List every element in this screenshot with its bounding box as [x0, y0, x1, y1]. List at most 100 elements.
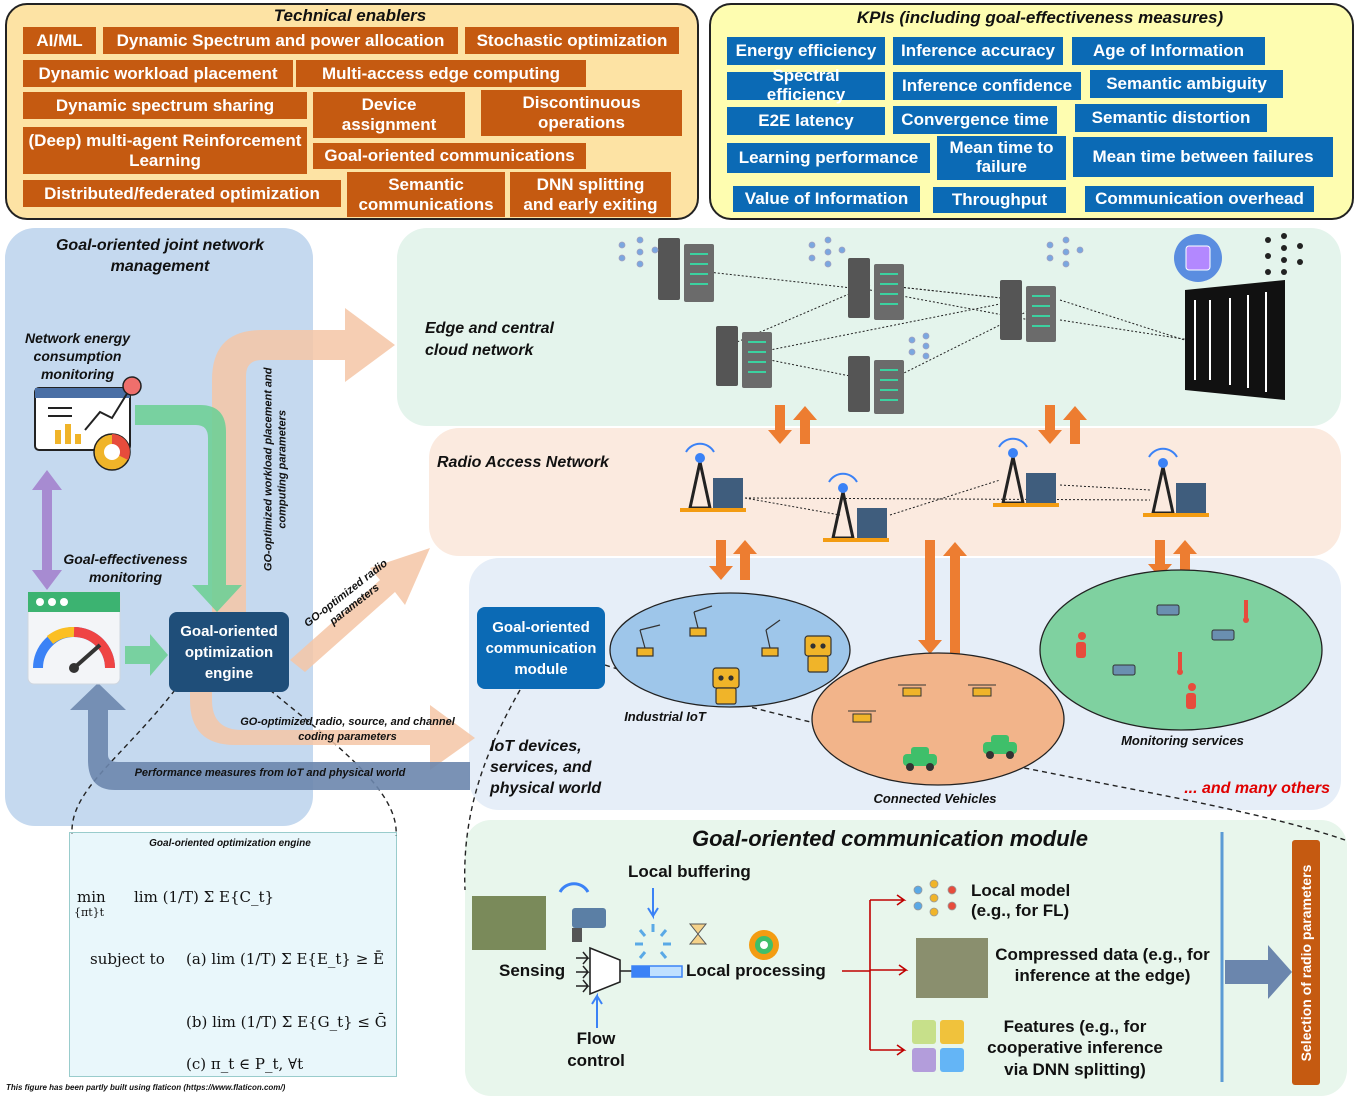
person-running-icon: [1076, 632, 1086, 658]
enabler-tag: Goal-oriented communications: [313, 143, 586, 169]
enabler-tag: Dynamic Spectrum and power allocation: [103, 27, 458, 54]
formula-title: Goal-oriented optimization engine: [149, 838, 311, 849]
updown-arrow: [918, 540, 967, 654]
enabler-tag: Discontinuous operations: [481, 90, 682, 136]
hourglass-icon: [688, 923, 708, 945]
kpi-tag: Value of Information: [733, 186, 920, 212]
cell-tower-icon: [1143, 447, 1209, 517]
management-title: Goal-oriented joint network management: [55, 237, 264, 275]
dog-photo: [472, 896, 546, 950]
optimization-engine-box[interactable]: Goal-oriented optimization engine: [169, 612, 289, 692]
workload-arrow-label: GO-optimized workload placement and comp…: [262, 367, 289, 572]
dog-photo-compressed: [916, 938, 988, 998]
enabler-tag: Stochastic optimization: [465, 27, 679, 54]
selection-label: Selection of radio parameters: [1298, 864, 1314, 1062]
performance-arrow-label: Performance measures from IoT and physic…: [134, 767, 406, 779]
local-model-icon: [913, 879, 957, 917]
enabler-tag: Device assignment: [313, 92, 465, 138]
local-buffering-label: Local buffering: [628, 862, 751, 881]
server-icon: [716, 326, 772, 388]
kpi-tag: Inference accuracy: [893, 37, 1063, 65]
monitoring-double-arrow: [32, 470, 62, 590]
loading-spinner-icon: [635, 924, 671, 959]
vehicles-ellipse: [811, 652, 1065, 786]
local-processing-label: Local processing: [686, 961, 826, 980]
kpi-tag: Mean time between failures: [1073, 137, 1333, 177]
camera-icon: [1112, 604, 1235, 676]
ran-label: Radio Access Network: [437, 454, 609, 471]
coding-arrow-label: GO-optimized radio, source, and channel …: [240, 716, 455, 743]
cell-tower-icon: [680, 442, 746, 512]
compressed-data-label: Compressed data (e.g., for inference at …: [995, 945, 1210, 986]
management-panel: [5, 228, 313, 826]
engine-formula-box: [69, 832, 397, 1077]
sensing-input-arrows: [576, 951, 590, 993]
kpi-tag: E2E latency: [727, 107, 885, 135]
kpis-title: KPIs (including goal-effectiveness measu…: [856, 8, 1224, 27]
goal-monitoring-label: Goal-effectiveness monitoring: [63, 551, 188, 586]
updown-arrow: [1148, 540, 1197, 578]
robot-icon: [804, 635, 832, 673]
person-running-icon: [1186, 683, 1196, 709]
robot-icon: [712, 667, 740, 705]
kpi-tag: Throughput: [933, 187, 1066, 213]
robot-arm-icon: [636, 605, 781, 657]
neural-network-icon: [618, 236, 659, 268]
kpi-tag: Inference confidence: [893, 72, 1081, 100]
cell-tower-icon: [993, 437, 1059, 507]
flow-control-arrow: [591, 992, 603, 1028]
communication-module-box[interactable]: Goal-oriented communication module: [477, 607, 605, 689]
funnel-icon: [589, 946, 621, 996]
processing-gear-icon: [749, 930, 779, 960]
kpi-tag: Convergence time: [893, 106, 1057, 134]
enabler-tag: Distributed/federated optimization: [23, 180, 341, 207]
features-label: Features (e.g., for cooperative inferenc…: [987, 1017, 1163, 1079]
enabler-tag: (Deep) multi-agent Reinforcement Learnin…: [23, 127, 307, 174]
sensing-label: Sensing: [499, 961, 566, 980]
formula-constraint-b: (b) lim (1/T) Σ E{G_t} ≤ Ḡ: [186, 1013, 387, 1031]
vehicles-label: Connected Vehicles: [873, 791, 997, 806]
output-arrows: [842, 894, 909, 1056]
kpi-tag: Learning performance: [727, 143, 930, 173]
enabler-tag: Semantic communications: [347, 172, 505, 217]
industrial-iot-label: Industrial IoT: [624, 709, 706, 724]
energy-monitoring-label: Network energy consumption monitoring: [24, 330, 131, 383]
kpi-tag: Energy efficiency: [727, 37, 885, 65]
kpi-tag: Age of Information: [1072, 37, 1265, 65]
kpi-tag: Semantic distortion: [1075, 104, 1267, 132]
server-icon: [658, 238, 714, 302]
updown-arrow: [709, 540, 757, 580]
server-icon: [1000, 280, 1056, 342]
features-puzzle-icon: [912, 1020, 964, 1072]
gauge-to-engine-arrow: [125, 634, 168, 676]
radio-arrow: [290, 548, 430, 672]
energy-to-engine-arrow: [135, 405, 242, 612]
formula-constraint-a: (a) lim (1/T) Σ E{E_t} ≥ Ē: [186, 950, 385, 968]
enabler-tag: Dynamic workload placement: [23, 60, 293, 87]
ran-links: [744, 479, 1151, 516]
car-icon: [903, 747, 937, 771]
iot-label: IoT devices, services, and physical worl…: [490, 738, 602, 797]
enabler-tag: DNN splitting and early exiting: [510, 172, 671, 217]
industrial-iot-ellipse: [609, 592, 851, 708]
selection-arrow: [1225, 945, 1292, 999]
selection-box: [1292, 840, 1320, 1085]
sensing-camera-icon: [558, 882, 606, 942]
drone-icon: [848, 684, 996, 723]
module-callout-line-left: [463, 689, 521, 891]
neural-network-icon: [808, 236, 846, 268]
local-model-label: Local model (e.g., for FL): [971, 881, 1071, 921]
footer-credit: This figure has been partly built using …: [6, 1083, 286, 1092]
formula-constraint-c: (c) π_t ∈ P_t, ∀t: [186, 1055, 304, 1073]
enabler-tag: AI/ML: [23, 27, 96, 54]
engine-callout-line-right: [269, 689, 397, 837]
neural-network-icon: [1046, 236, 1084, 268]
formula-objective: lim (1/T) Σ E{C_t}: [134, 888, 275, 906]
cell-tower-icon: [823, 472, 889, 542]
cloud-label: Edge and central cloud network: [425, 320, 554, 359]
formula-subject-to: subject to: [90, 950, 165, 968]
module-callout-line-right: [604, 664, 1346, 841]
kpi-tag: Spectral efficiency: [727, 66, 885, 104]
enabler-tag: Dynamic spectrum sharing: [23, 92, 307, 119]
